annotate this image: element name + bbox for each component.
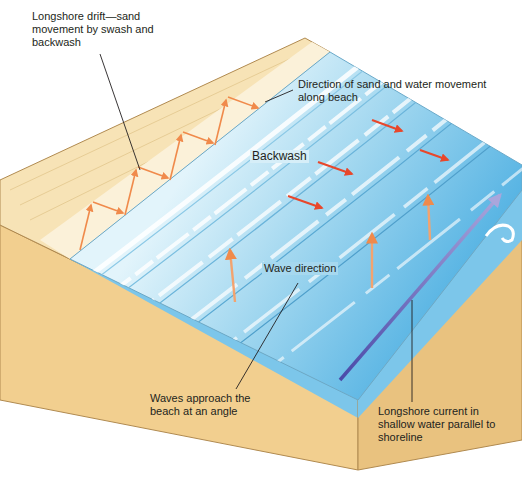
backwash-arrows xyxy=(288,120,448,208)
leader-lines xyxy=(100,54,412,402)
drift-arrows xyxy=(80,97,258,250)
callout-label: Direction of sand and water movement alo… xyxy=(298,78,488,104)
callout-label: Longshore drift—sand movement by swash a… xyxy=(32,10,157,49)
wave-curl xyxy=(486,225,513,241)
callout-label: Backwash xyxy=(250,150,309,163)
callout-label: Wave direction xyxy=(262,262,338,275)
wave-arrows xyxy=(230,196,430,302)
callout-label: Longshore current in shallow water paral… xyxy=(378,405,500,444)
current-arrow xyxy=(340,195,500,380)
callout-label: Waves approach the beach at an angle xyxy=(150,392,265,418)
